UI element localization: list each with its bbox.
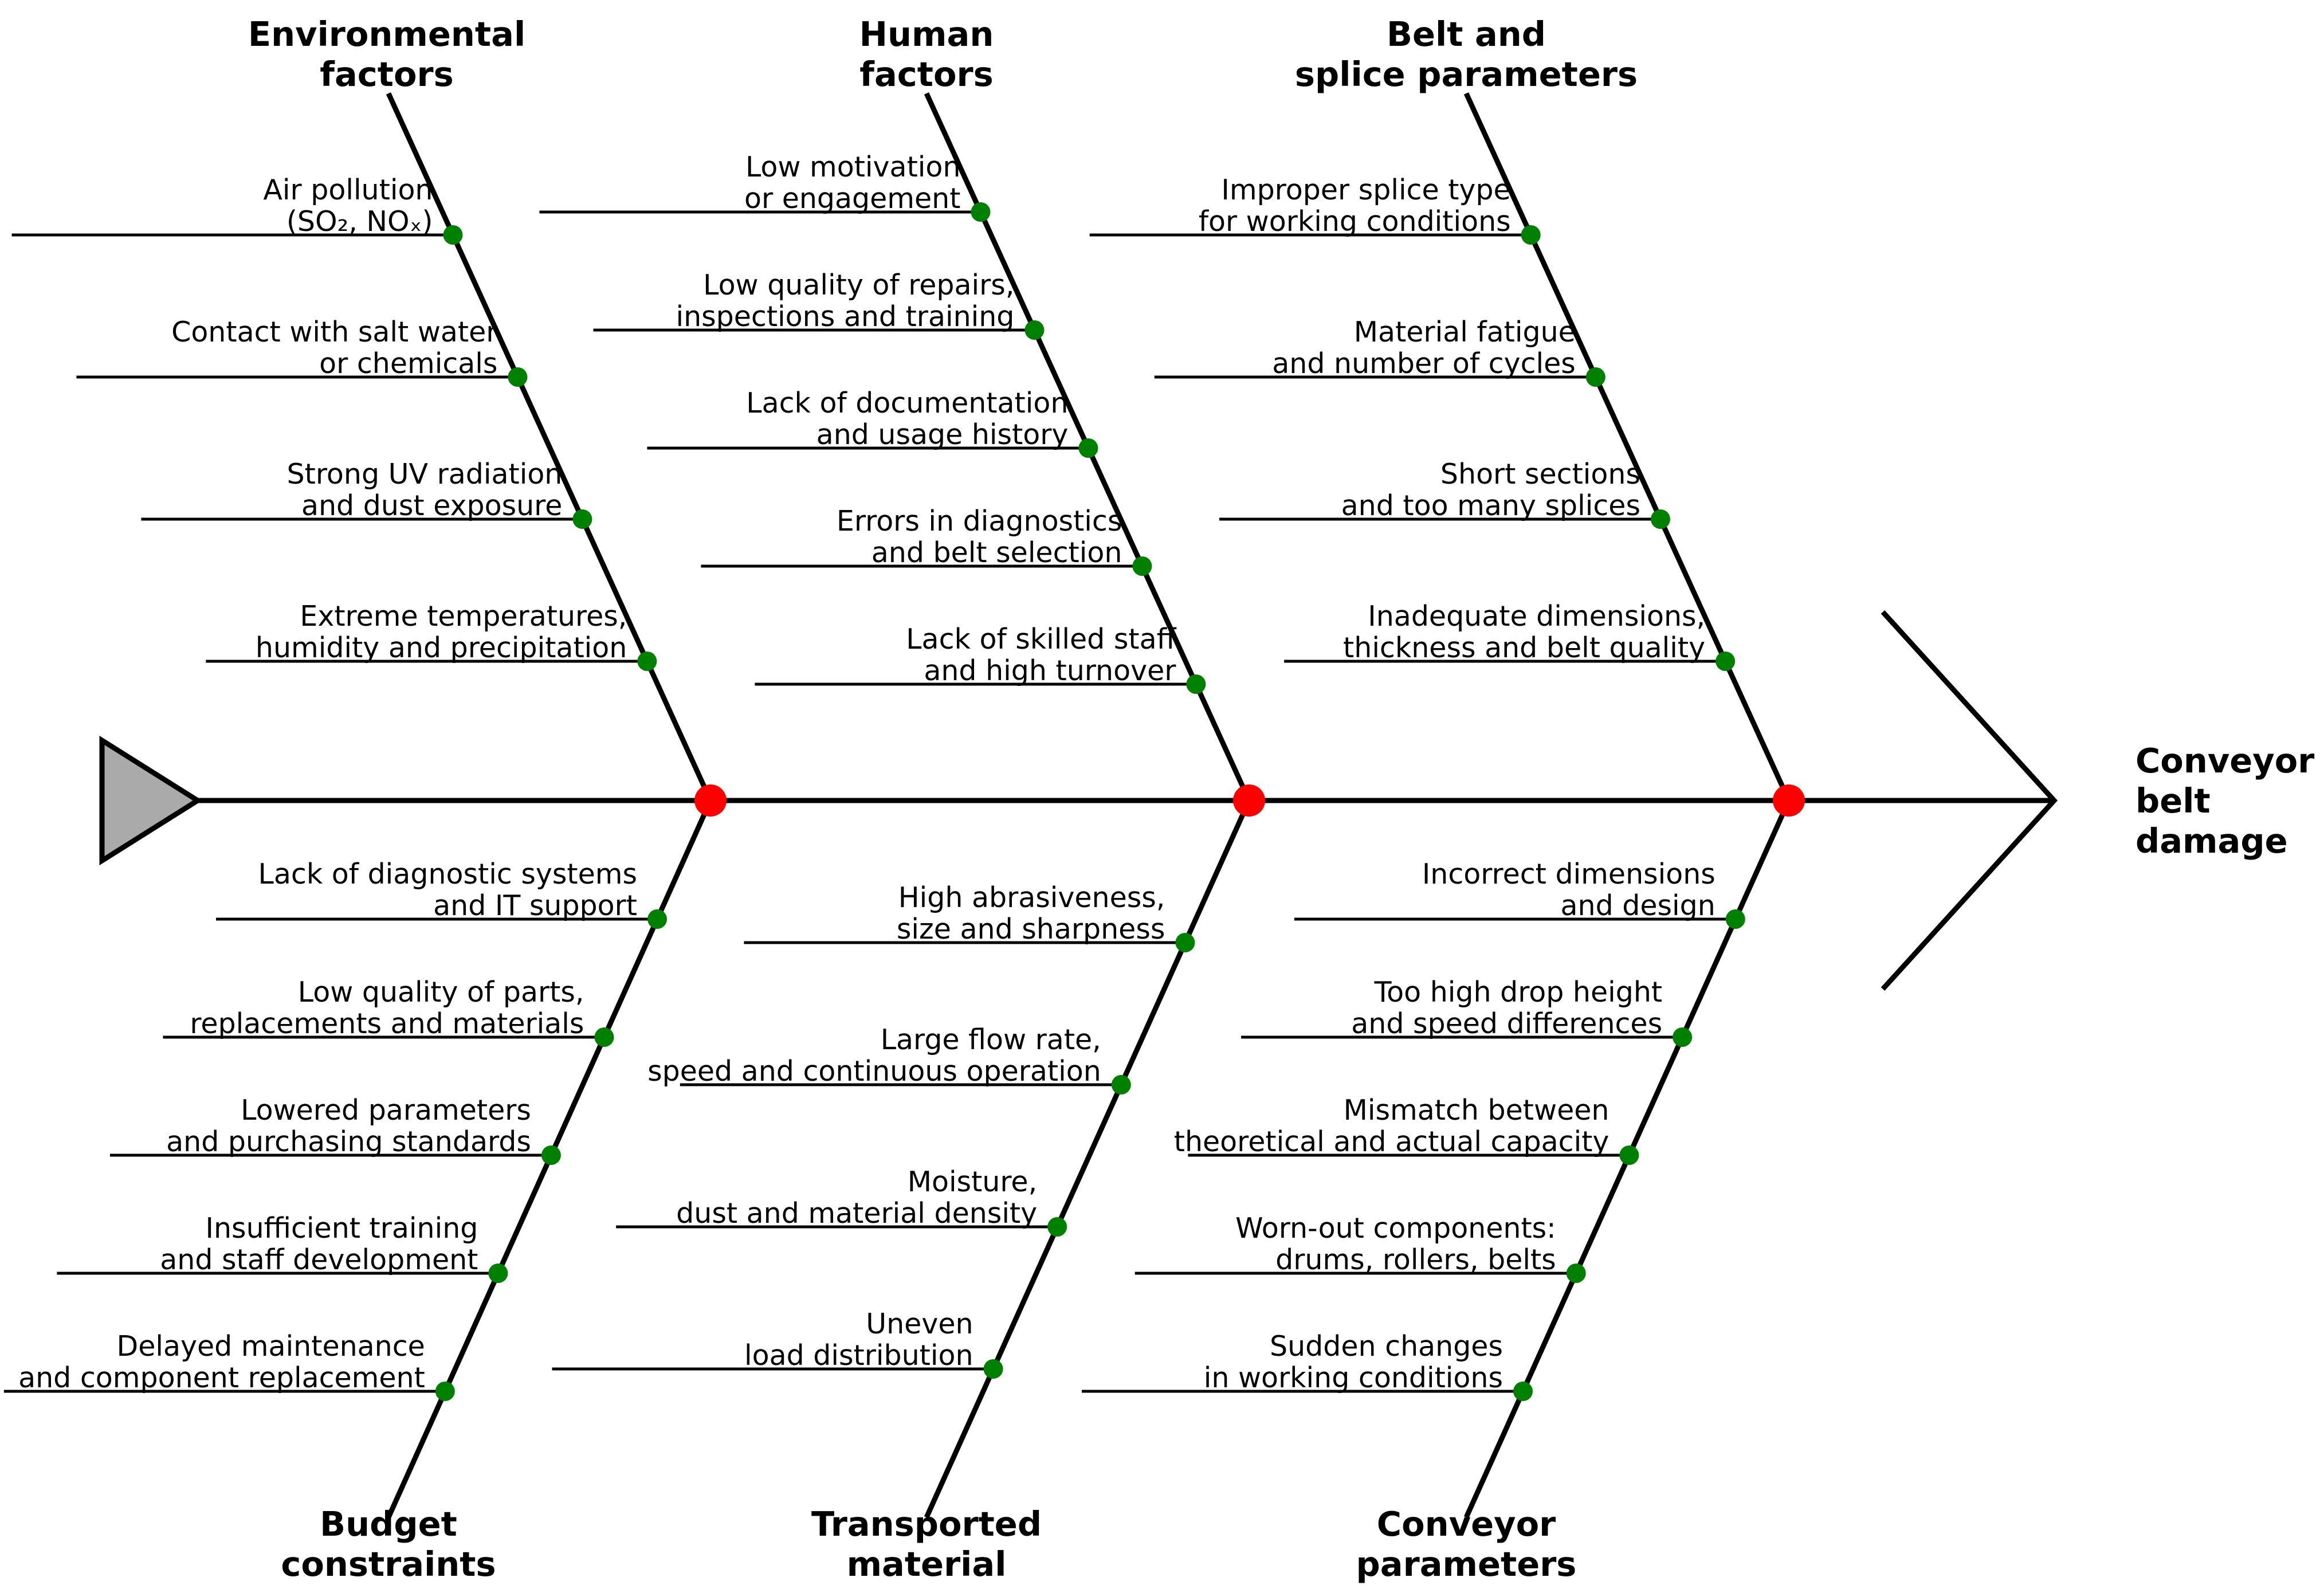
cause-dot-belt-splice-4 — [1715, 652, 1736, 671]
cause-dot-material-3 — [1047, 1217, 1067, 1237]
cause-dot-conveyor-2 — [1673, 1027, 1693, 1047]
tail-shape — [99, 735, 203, 866]
cause-dot-human-3 — [1078, 438, 1098, 458]
cause-dot-belt-splice-2 — [1585, 367, 1605, 387]
bone-belt-splice — [1463, 92, 1792, 802]
cause-label-conveyor-4: Worn-out components:drums, rollers, belt… — [1235, 1212, 1556, 1276]
cause-label-budget-2: Low quality of parts,replacements and ma… — [190, 976, 584, 1040]
cause-label-belt-splice-4: Inadequate dimensions,thickness and belt… — [1343, 600, 1705, 664]
cause-dot-material-2 — [1111, 1075, 1131, 1094]
cause-dot-budget-4 — [488, 1264, 508, 1283]
cause-dot-human-2 — [1024, 320, 1045, 340]
cause-label-material-3: Moisture,dust and material density — [676, 1166, 1037, 1230]
cause-dot-belt-splice-3 — [1650, 509, 1670, 529]
cause-label-environmental-1: Air pollution(SO₂, NOₓ) — [263, 174, 433, 238]
cause-dot-budget-1 — [647, 909, 668, 929]
cause-dot-belt-splice-1 — [1521, 225, 1541, 245]
cause-dot-budget-2 — [594, 1027, 614, 1047]
cause-dot-conveyor-1 — [1725, 909, 1745, 929]
cause-dot-human-4 — [1132, 556, 1152, 576]
cause-dot-material-1 — [1175, 933, 1195, 952]
cause-dot-conveyor-4 — [1566, 1264, 1586, 1283]
cause-dot-budget-3 — [541, 1145, 561, 1165]
cause-dot-human-5 — [1186, 674, 1206, 694]
cause-dot-environmental-2 — [508, 367, 528, 387]
spine-joint-1 — [694, 784, 727, 817]
spine-joint-2 — [1233, 784, 1265, 817]
cause-dot-environmental-4 — [637, 652, 657, 671]
cause-dot-conveyor-5 — [1513, 1382, 1533, 1401]
cause-label-material-1: High abrasiveness,size and sharpness — [897, 881, 1165, 945]
cause-dot-material-4 — [983, 1359, 1003, 1379]
spine-joint-3 — [1773, 784, 1805, 817]
cause-dot-environmental-3 — [572, 509, 592, 529]
cause-dot-human-1 — [971, 202, 991, 222]
cause-label-material-2: Large flow rate,speed and continuous ope… — [647, 1023, 1101, 1088]
cause-dot-conveyor-3 — [1619, 1145, 1639, 1165]
head-arrow — [1881, 610, 2058, 991]
bone-environmental — [386, 92, 713, 802]
cause-dot-environmental-1 — [443, 225, 463, 245]
cause-label-environmental-4: Extreme temperatures,humidity and precip… — [256, 600, 627, 664]
cause-dot-budget-5 — [435, 1382, 455, 1401]
cause-label-human-2: Low quality of repairs,inspections and t… — [676, 269, 1014, 333]
bone-material — [924, 799, 1252, 1519]
